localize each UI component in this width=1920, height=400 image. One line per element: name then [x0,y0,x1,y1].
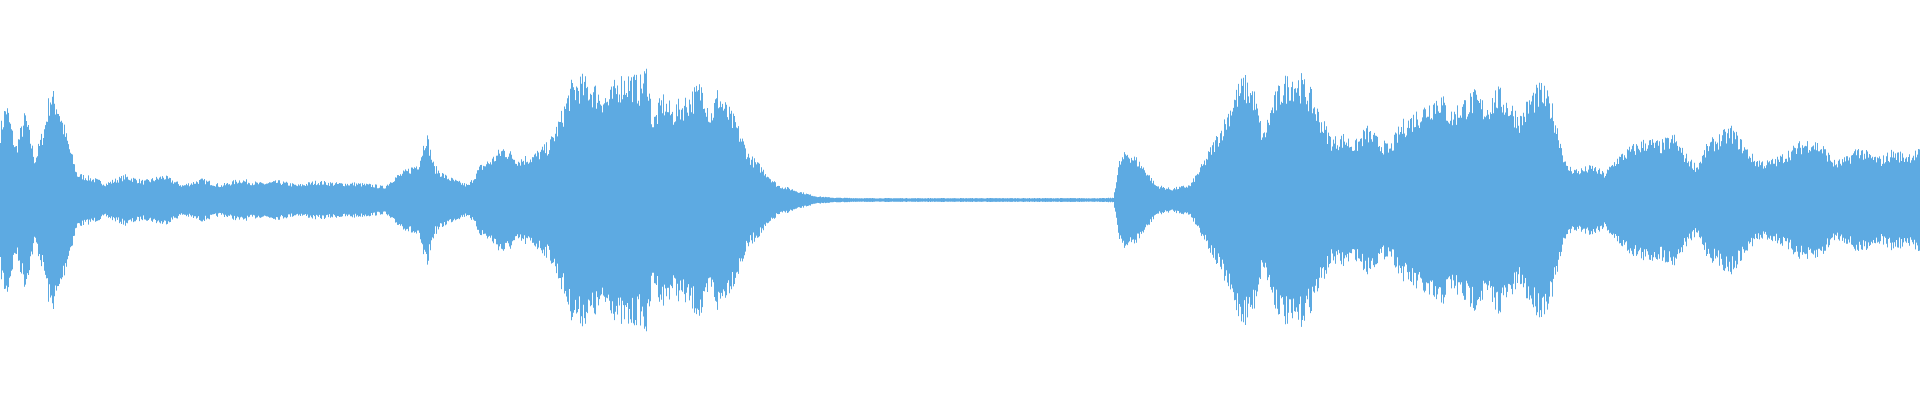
waveform-bars [0,68,1920,332]
